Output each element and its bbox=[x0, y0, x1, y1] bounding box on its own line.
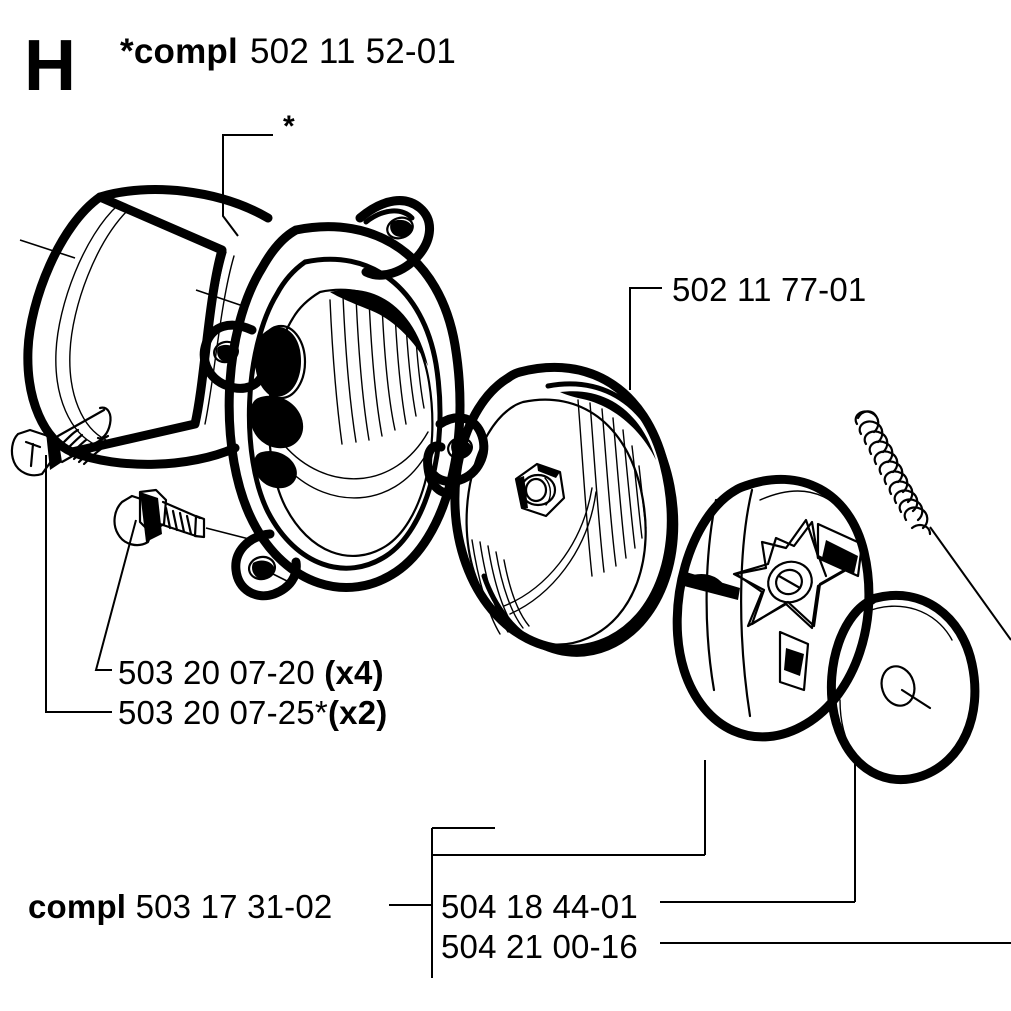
label-clutch-drum: 502 11 77-01 bbox=[672, 271, 867, 308]
label-screw-25-qty: (x2) bbox=[327, 694, 388, 731]
label-clutch: 504 18 44-01 bbox=[441, 888, 638, 925]
label-compl-word: compl bbox=[28, 888, 127, 925]
label-washer: 504 21 00-16 bbox=[441, 928, 638, 965]
asterisk-callout: * bbox=[283, 110, 295, 143]
label-screw-25-number: 503 20 07-25* bbox=[118, 694, 328, 731]
label-compl-number: 503 17 31-02 bbox=[135, 888, 333, 925]
section-letter: H bbox=[24, 26, 76, 106]
label-compl-assembly: compl 503 17 31-02 bbox=[28, 890, 332, 923]
header-compl-label: *compl bbox=[120, 32, 238, 71]
part-screw-long bbox=[10, 406, 112, 477]
part-coil-spring bbox=[854, 410, 932, 536]
label-screw-25: 503 20 07-25*(x2) bbox=[118, 696, 387, 729]
part-washer bbox=[826, 590, 980, 785]
leader-lines bbox=[45, 134, 1011, 978]
header-part-number: 502 11 52-01 bbox=[250, 32, 457, 71]
label-screw-20-qty: (x4) bbox=[324, 654, 384, 691]
label-screw-20-number: 503 20 07-20 bbox=[118, 654, 315, 691]
part-clutch-assembly bbox=[672, 474, 874, 742]
part-screw-short bbox=[113, 488, 254, 547]
label-screw-20: 503 20 07-20 (x4) bbox=[118, 656, 384, 689]
part-clutch-cover-housing bbox=[19, 185, 489, 601]
part-clutch-drum bbox=[423, 363, 679, 657]
